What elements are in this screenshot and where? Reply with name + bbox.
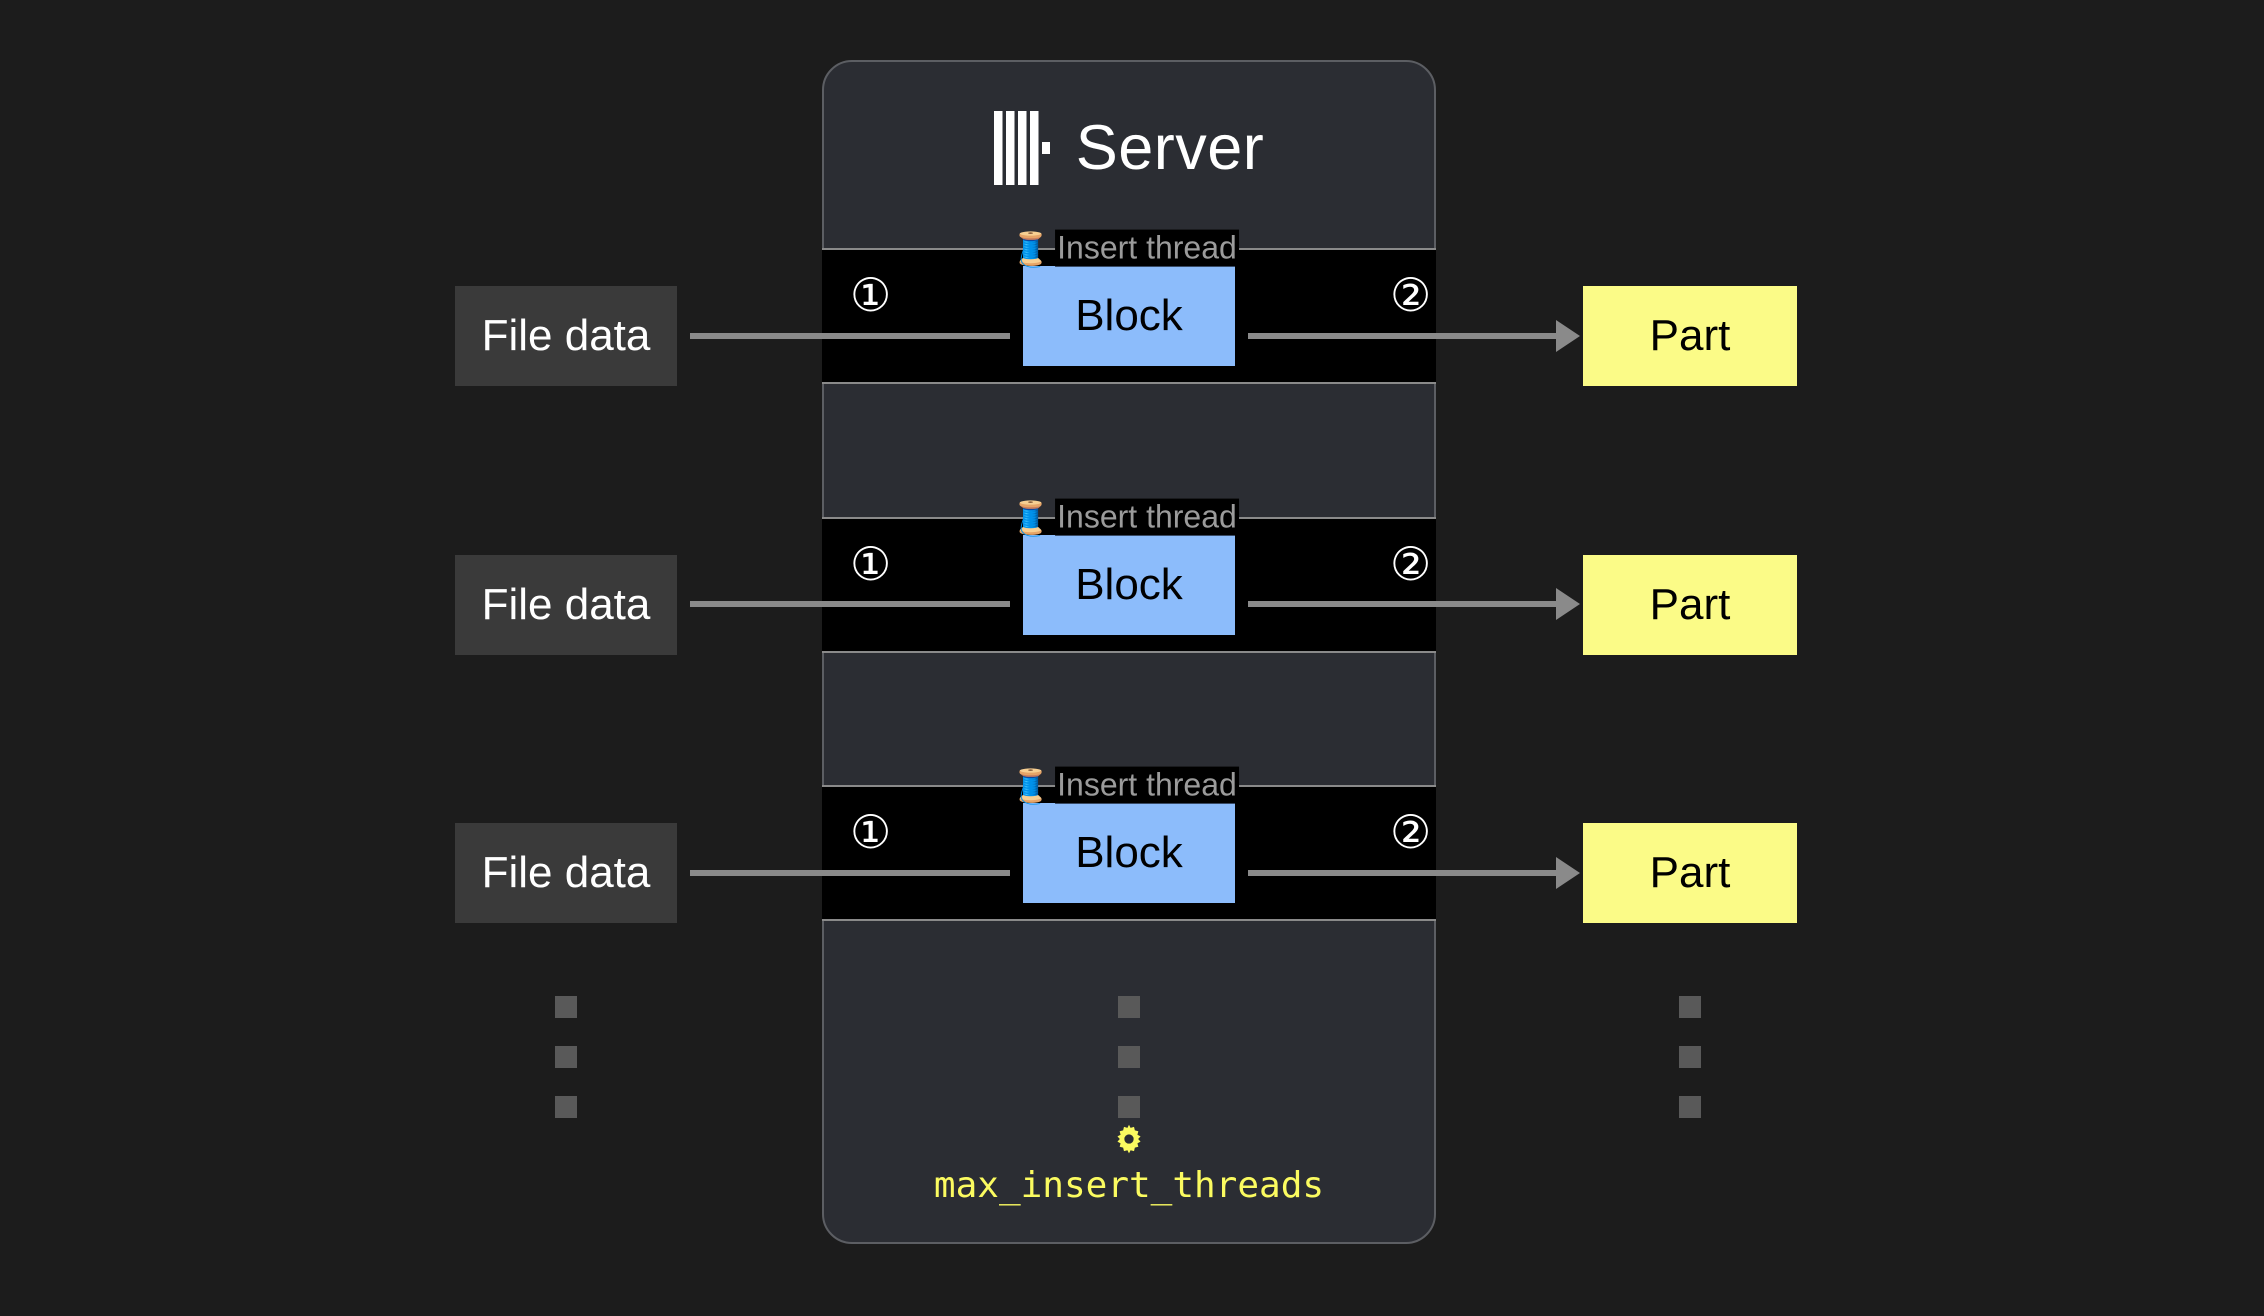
arrow-file-to-block-2 xyxy=(690,601,1010,607)
arrow-block-to-part-2 xyxy=(1248,601,1558,607)
insert-thread-label-2: 🧵 Insert thread xyxy=(1010,498,1239,537)
step-marker-1-in: ① xyxy=(850,268,892,322)
thread-spool-icon: 🧵 xyxy=(1010,499,1052,537)
insert-thread-lane-3: 🧵 Insert thread ① ② Block xyxy=(822,766,1436,921)
step-marker-2-out: ② xyxy=(1390,537,1432,591)
arrow-file-to-block-3 xyxy=(690,870,1010,876)
gear-icon xyxy=(1117,1124,1141,1154)
insert-thread-label-1: 🧵 Insert thread xyxy=(1010,229,1239,268)
file-data-box-1: File data xyxy=(455,286,677,386)
step-marker-3-out: ② xyxy=(1390,805,1432,859)
part-label: Part xyxy=(1649,848,1731,897)
ellipsis-dot xyxy=(1679,1096,1701,1118)
insert-thread-label-text: Insert thread xyxy=(1055,766,1239,804)
ellipsis-dots-left xyxy=(555,996,577,1118)
settings-footer: max_insert_threads xyxy=(824,1122,1434,1206)
ellipsis-dots-right xyxy=(1679,996,1701,1118)
ellipsis-dot xyxy=(555,1096,577,1118)
arrow-block-to-part-1 xyxy=(1248,333,1558,339)
insert-thread-lane-2: 🧵 Insert thread ① ② Block xyxy=(822,498,1436,653)
block-box-3: Block xyxy=(1023,803,1235,903)
file-data-label: File data xyxy=(481,580,651,629)
block-label: Block xyxy=(1075,560,1183,609)
part-box-3: Part xyxy=(1583,823,1797,923)
ellipsis-dot xyxy=(1118,996,1140,1018)
thread-spool-icon: 🧵 xyxy=(1010,230,1052,268)
insert-thread-label-text: Insert thread xyxy=(1055,229,1239,267)
arrow-file-to-block-1 xyxy=(690,333,1010,339)
block-box-2: Block xyxy=(1023,535,1235,635)
block-label: Block xyxy=(1075,291,1183,340)
ellipsis-dot xyxy=(1118,1096,1140,1118)
server-card: Server 🧵 Insert thread ① ② Block 🧵 Inser… xyxy=(822,60,1436,1244)
ellipsis-dot xyxy=(555,996,577,1018)
thread-spool-icon: 🧵 xyxy=(1010,767,1052,805)
file-data-label: File data xyxy=(481,311,651,360)
ellipsis-dot xyxy=(1679,1046,1701,1068)
ellipsis-dot xyxy=(1679,996,1701,1018)
part-box-2: Part xyxy=(1583,555,1797,655)
part-label: Part xyxy=(1649,311,1731,360)
block-box-1: Block xyxy=(1023,266,1235,366)
insert-thread-label-text: Insert thread xyxy=(1055,498,1239,536)
clickhouse-logo-icon xyxy=(993,111,1050,185)
step-marker-2-in: ① xyxy=(850,537,892,591)
file-data-label: File data xyxy=(481,848,651,897)
part-label: Part xyxy=(1649,580,1731,629)
insert-thread-lane-1: 🧵 Insert thread ① ② Block xyxy=(822,229,1436,384)
max-insert-threads-setting: max_insert_threads xyxy=(933,1165,1325,1206)
file-data-box-2: File data xyxy=(455,555,677,655)
part-box-1: Part xyxy=(1583,286,1797,386)
arrow-block-to-part-3 xyxy=(1248,870,1558,876)
block-label: Block xyxy=(1075,828,1183,877)
ellipsis-dots-center xyxy=(1118,996,1140,1118)
insert-thread-label-3: 🧵 Insert thread xyxy=(1010,766,1239,805)
ellipsis-dot xyxy=(555,1046,577,1068)
ellipsis-dot xyxy=(1118,1046,1140,1068)
file-data-box-3: File data xyxy=(455,823,677,923)
step-marker-1-out: ② xyxy=(1390,268,1432,322)
page-title: Server xyxy=(1075,112,1265,183)
step-marker-3-in: ① xyxy=(850,805,892,859)
server-title-row: Server xyxy=(824,88,1434,208)
